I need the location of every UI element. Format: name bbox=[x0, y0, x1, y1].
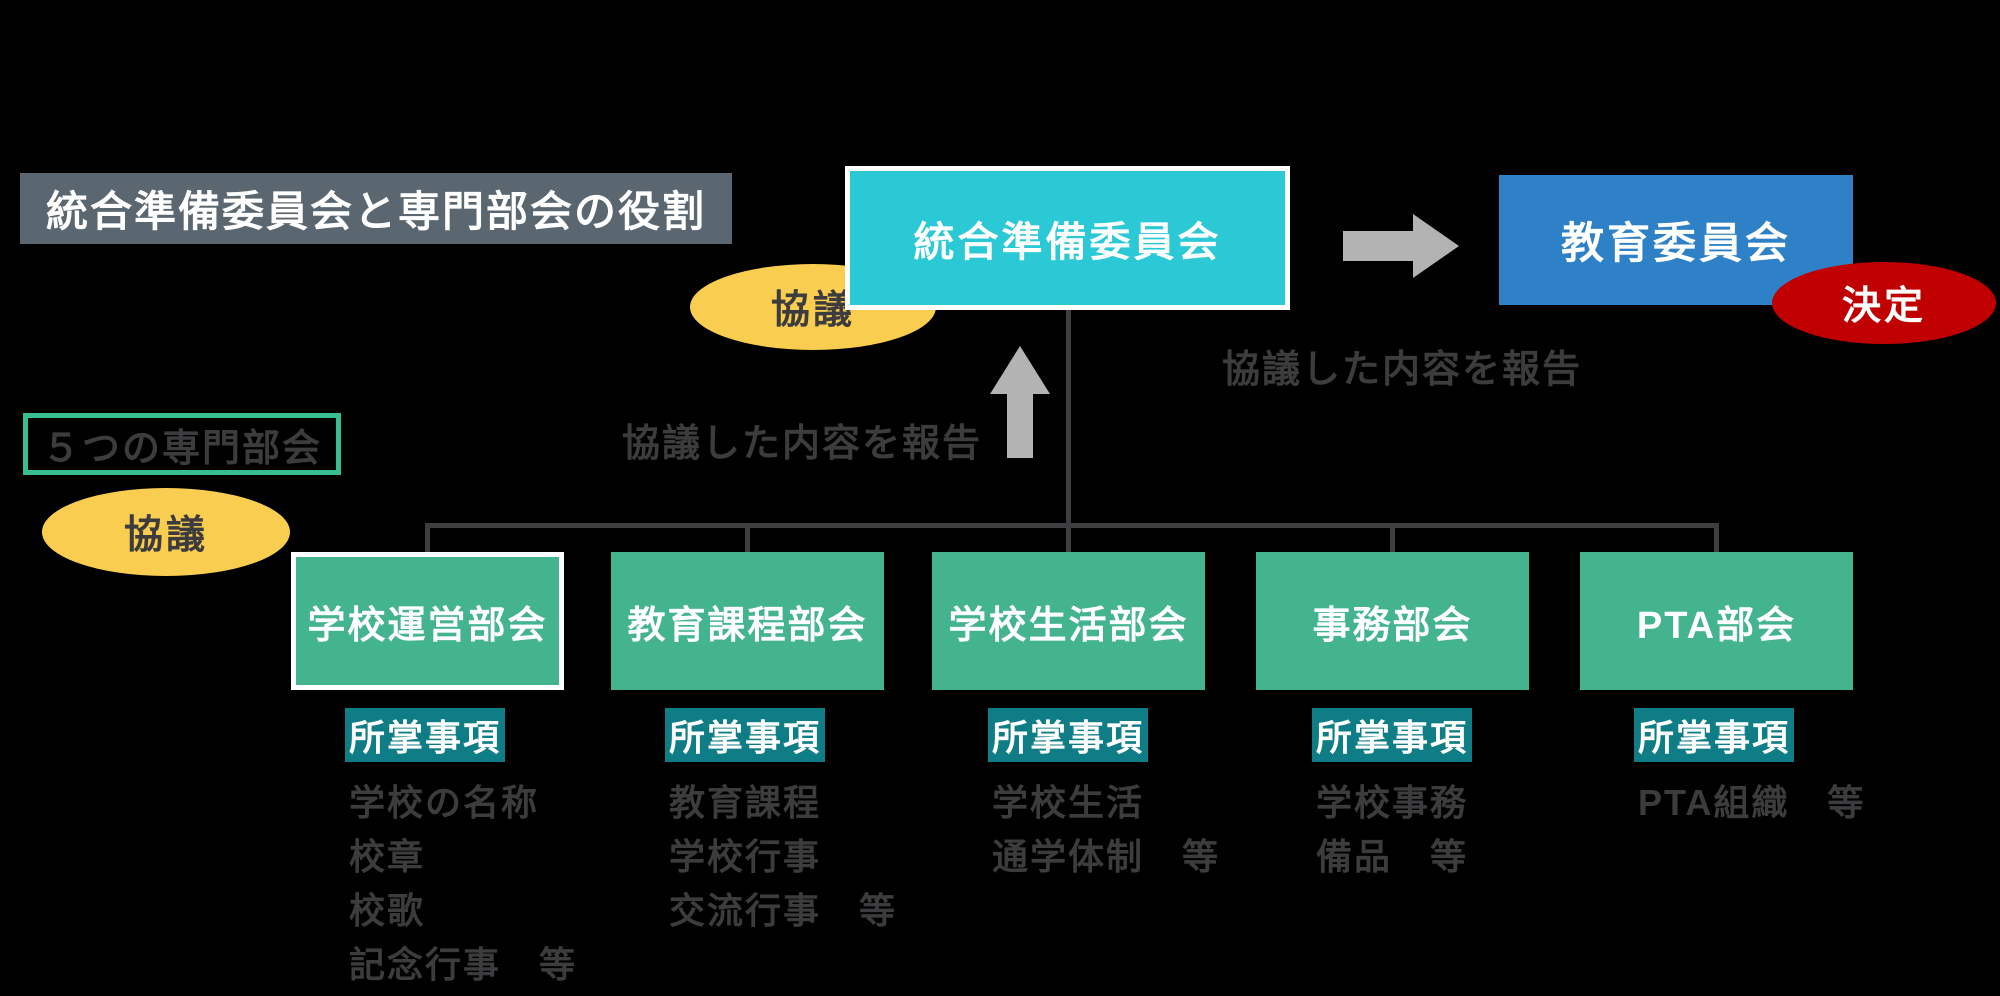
jurisdiction-label-5: 所掌事項 bbox=[1634, 708, 1794, 762]
subcommittee-2-label: 教育課程部会 bbox=[627, 604, 868, 647]
jurisdiction-items-2: 教育課程 学校行事 交流行事 等 bbox=[669, 776, 897, 938]
jurisdiction-label-3: 所掌事項 bbox=[988, 708, 1148, 762]
jurisdiction-label-2: 所掌事項 bbox=[665, 708, 825, 762]
jurisdiction-label-4: 所掌事項 bbox=[1312, 708, 1472, 762]
decision-badge-label: 決定 bbox=[1841, 285, 1926, 328]
report-to-committee-text: 協議した内容を報告 bbox=[622, 423, 983, 465]
subcommittee-5-label: PTA部会 bbox=[1636, 604, 1797, 647]
jurisdiction-label-1: 所掌事項 bbox=[345, 708, 505, 762]
subcommittee-box-5: PTA部会 bbox=[1580, 552, 1853, 690]
committee-box: 統合準備委員会 bbox=[845, 166, 1290, 310]
connector-stub-1 bbox=[425, 523, 430, 554]
connector-stub-5 bbox=[1714, 523, 1719, 554]
connector-main-vertical bbox=[1066, 310, 1071, 527]
board-label: 教育委員会 bbox=[1561, 220, 1791, 268]
list-item: 校歌 bbox=[349, 890, 426, 931]
right-arrow-icon bbox=[1343, 231, 1413, 261]
list-item: 記念行事 等 bbox=[349, 944, 578, 985]
list-item: 備品 等 bbox=[1316, 836, 1469, 877]
list-item: 学校の名称 bbox=[349, 782, 540, 823]
committee-label: 統合準備委員会 bbox=[913, 219, 1222, 265]
subcommittee-1-label: 学校運営部会 bbox=[307, 604, 548, 647]
up-arrow-head-icon bbox=[990, 346, 1050, 394]
page-title: 統合準備委員会と専門部会の役割 bbox=[20, 173, 732, 244]
subcommittee-box-1: 学校運営部会 bbox=[291, 552, 564, 690]
decision-badge: 決定 bbox=[1772, 262, 1996, 344]
list-item: 教育課程 bbox=[669, 782, 822, 823]
list-item: 通学体制 等 bbox=[992, 836, 1221, 877]
connector-stub-2 bbox=[745, 523, 750, 554]
up-arrow-icon bbox=[1007, 394, 1033, 458]
jurisdiction-items-1: 学校の名称 校章 校歌 記念行事 等 bbox=[349, 776, 577, 992]
connector-stub-4 bbox=[1390, 523, 1395, 554]
list-item: 学校生活 bbox=[992, 782, 1145, 823]
list-item: PTA組織 等 bbox=[1638, 782, 1866, 823]
list-item: 学校行事 bbox=[669, 836, 822, 877]
connector-horizontal bbox=[425, 523, 1718, 528]
subcommittee-box-2: 教育課程部会 bbox=[611, 552, 884, 690]
connector-stub-3 bbox=[1066, 523, 1071, 554]
subcommittee-box-4: 事務部会 bbox=[1256, 552, 1529, 690]
subcommittees-header: ５つの専門部会 bbox=[23, 413, 341, 475]
report-to-board-text: 協議した内容を報告 bbox=[1222, 349, 1583, 391]
right-arrow-head-icon bbox=[1413, 214, 1459, 278]
jurisdiction-items-3: 学校生活 通学体制 等 bbox=[992, 776, 1220, 884]
subcommittee-box-3: 学校生活部会 bbox=[932, 552, 1205, 690]
consult-badge-top-label: 協議 bbox=[770, 289, 855, 332]
jurisdiction-items-4: 学校事務 備品 等 bbox=[1316, 776, 1468, 884]
consult-badge-left-label: 協議 bbox=[123, 514, 208, 557]
subcommittee-3-label: 学校生活部会 bbox=[948, 604, 1189, 647]
consult-badge-left: 協議 bbox=[42, 488, 290, 576]
list-item: 交流行事 等 bbox=[669, 890, 898, 931]
list-item: 学校事務 bbox=[1316, 782, 1469, 823]
jurisdiction-items-5: PTA組織 等 bbox=[1638, 776, 1865, 830]
list-item: 校章 bbox=[349, 836, 426, 877]
subcommittee-4-label: 事務部会 bbox=[1312, 604, 1473, 647]
